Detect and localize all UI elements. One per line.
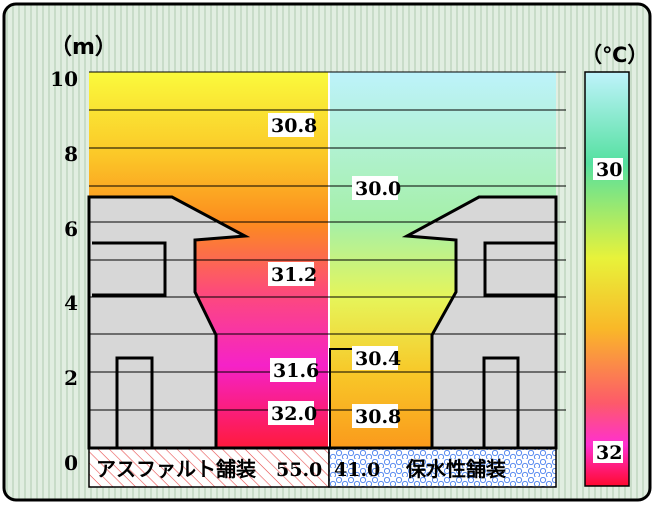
temp-value: 32.0 xyxy=(271,403,317,425)
temp-value: 30.8 xyxy=(271,115,317,137)
temp-value: 30.4 xyxy=(355,348,401,370)
water-retentive-pavement-label: 保水性舗装 xyxy=(405,457,506,481)
left-window-lower xyxy=(115,356,154,448)
temp-value: 30.0 xyxy=(355,178,401,200)
asphalt-surface-temp: 55.0 xyxy=(276,459,322,481)
temp-value: 31.2 xyxy=(271,264,317,286)
temp-value: 31.6 xyxy=(273,360,319,382)
height-unit-label: （m） xyxy=(50,35,117,60)
scale-value: 30 xyxy=(596,159,622,181)
tick-label: 10 xyxy=(50,67,78,91)
height-gridlines xyxy=(89,71,566,411)
tick-label: 6 xyxy=(64,217,78,241)
tick-label: 4 xyxy=(64,291,78,315)
asphalt-temperatures: 30.8 31.2 31.6 32.0 xyxy=(268,113,319,425)
scale-label-30: 30 xyxy=(593,158,623,181)
water-retentive-surface-temp: 41.0 xyxy=(334,459,380,481)
tick-label: 2 xyxy=(64,366,78,390)
right-window-upper xyxy=(483,241,556,297)
left-window-upper xyxy=(92,241,167,297)
scale-label-32: 32 xyxy=(593,441,623,464)
water-retentive-temperatures: 30.0 30.4 30.8 xyxy=(352,176,401,428)
scale-value: 32 xyxy=(596,442,622,464)
tick-label: 0 xyxy=(64,451,78,475)
tick-label: 8 xyxy=(64,142,78,166)
temp-value: 30.8 xyxy=(355,406,401,428)
temperature-color-scale xyxy=(584,71,630,487)
temperature-unit-label: （℃） xyxy=(581,43,648,67)
height-axis-ticks: 0 2 4 6 8 10 xyxy=(50,67,78,475)
scale-labels: 30 32 xyxy=(593,158,623,464)
asphalt-pavement-label: アスファルト舗装 xyxy=(96,457,256,481)
right-window-lower xyxy=(482,356,520,448)
